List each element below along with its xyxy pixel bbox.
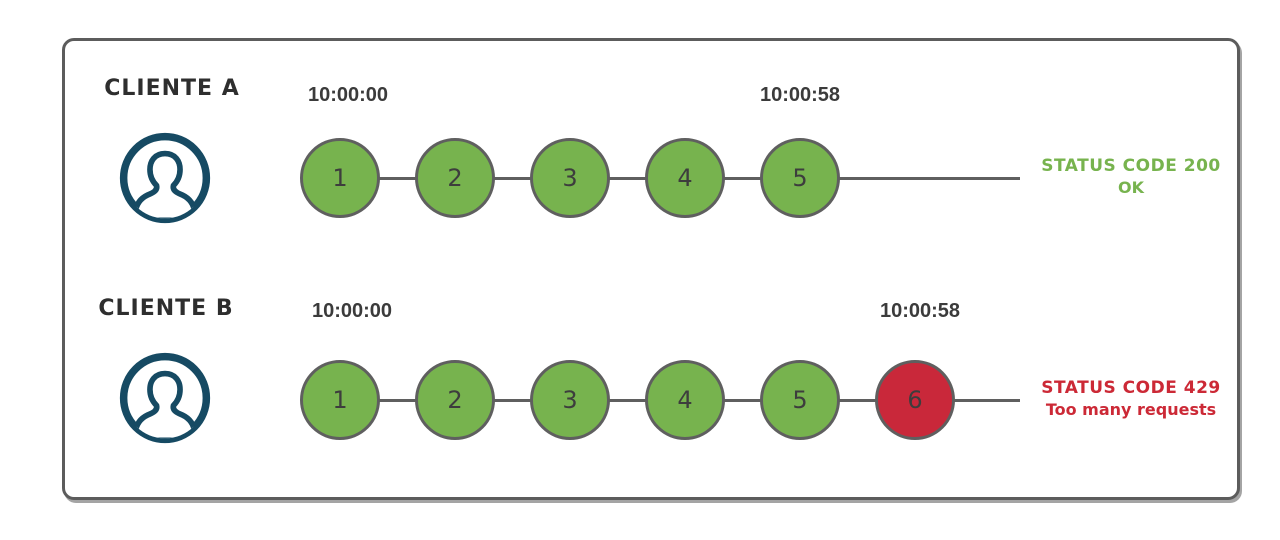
request-circle: 5 bbox=[760, 360, 840, 440]
status-message-line: Too many requests bbox=[1045, 400, 1217, 419]
user-avatar-icon bbox=[118, 351, 212, 445]
request-circle: 4 bbox=[645, 138, 725, 218]
status-message-line: OK bbox=[1118, 178, 1144, 197]
row-a-end-timestamp: 10:00:58 bbox=[759, 84, 841, 106]
request-circle: 2 bbox=[415, 138, 495, 218]
request-circle: 6 bbox=[875, 360, 955, 440]
diagram-frame bbox=[62, 38, 1240, 500]
request-circle: 1 bbox=[300, 360, 380, 440]
row-a-request-track: 1 2 3 4 5 bbox=[300, 138, 840, 218]
client-b-label: CLIENTE B bbox=[98, 296, 234, 321]
status-code-line: STATUS CODE 200 bbox=[1041, 156, 1221, 176]
row-b-start-timestamp: 10:00:00 bbox=[311, 300, 393, 322]
row-b-status-text: STATUS CODE 429 Too many requests bbox=[1022, 377, 1240, 421]
request-circle: 1 bbox=[300, 138, 380, 218]
row-a-status-text: STATUS CODE 200 OK bbox=[1022, 155, 1240, 199]
request-circle: 3 bbox=[530, 360, 610, 440]
row-b-request-track: 1 2 3 4 5 6 bbox=[300, 360, 955, 440]
status-code-line: STATUS CODE 429 bbox=[1041, 378, 1221, 398]
request-circle: 4 bbox=[645, 360, 725, 440]
client-a-label: CLIENTE A bbox=[104, 76, 240, 101]
request-circle: 3 bbox=[530, 138, 610, 218]
request-circle: 5 bbox=[760, 138, 840, 218]
user-avatar-icon bbox=[118, 131, 212, 225]
row-a-start-timestamp: 10:00:00 bbox=[307, 84, 389, 106]
row-b-end-timestamp: 10:00:58 bbox=[879, 300, 961, 322]
request-circle: 2 bbox=[415, 360, 495, 440]
